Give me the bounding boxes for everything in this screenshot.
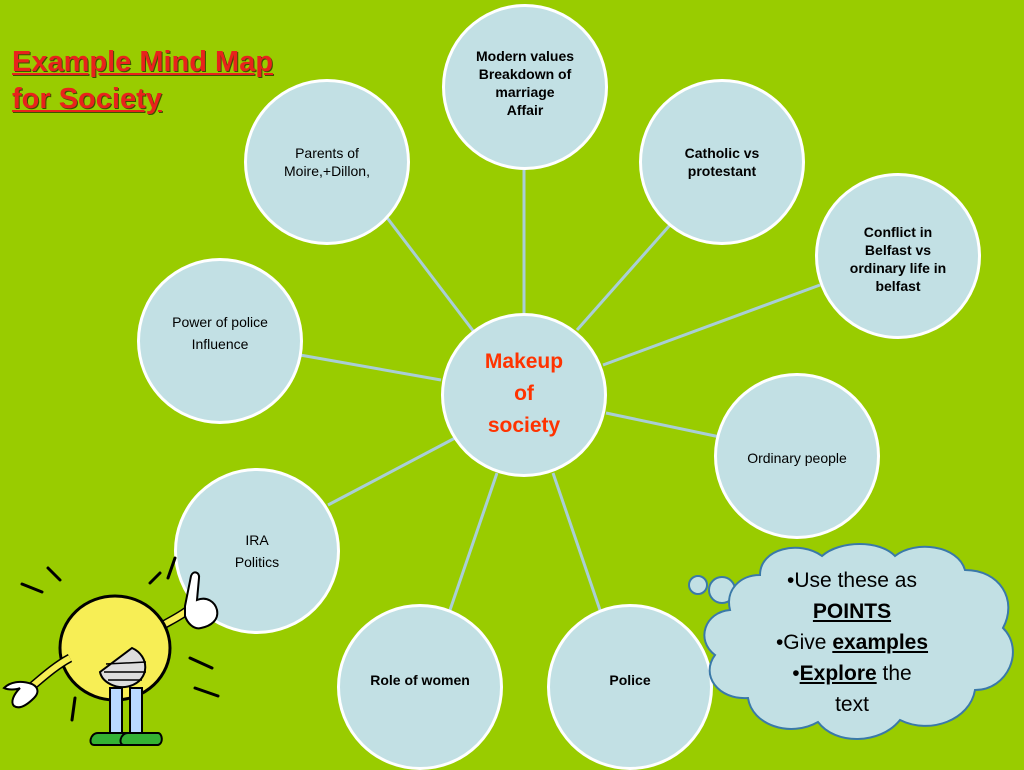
- node-modern-values: Modern values Breakdown of marriage Affa…: [442, 4, 608, 170]
- link-ira: [327, 435, 458, 507]
- link-police: [551, 472, 602, 611]
- link-catholic: [575, 224, 672, 331]
- node-police: Police: [547, 604, 713, 770]
- node-parents: Parents of Moire,+Dillon,: [244, 79, 410, 245]
- node-role-of-women: Role of women: [337, 604, 503, 770]
- center-node: Makeup of society: [441, 313, 607, 477]
- link-conflict: [602, 283, 821, 367]
- cloud-text: •Use these as POINTS •Give examples •Exp…: [775, 569, 929, 716]
- lightbulb-character-illustration: [2, 556, 220, 746]
- link-women: [448, 472, 499, 611]
- link-parents: [383, 214, 476, 333]
- cloud-bubble-small: [688, 575, 708, 595]
- cloud-body: [703, 543, 1014, 740]
- link-police-power: [299, 353, 442, 382]
- node-catholic: Catholic vs protestant: [639, 79, 805, 245]
- node-power-of-police: Power of police Influence: [137, 258, 303, 424]
- link-ordinary: [605, 411, 721, 439]
- page-title: Example Mind Map for Society: [12, 46, 274, 115]
- node-ordinary-people: Ordinary people: [714, 373, 880, 539]
- node-conflict: Conflict in Belfast vs ordinary life in …: [815, 173, 981, 339]
